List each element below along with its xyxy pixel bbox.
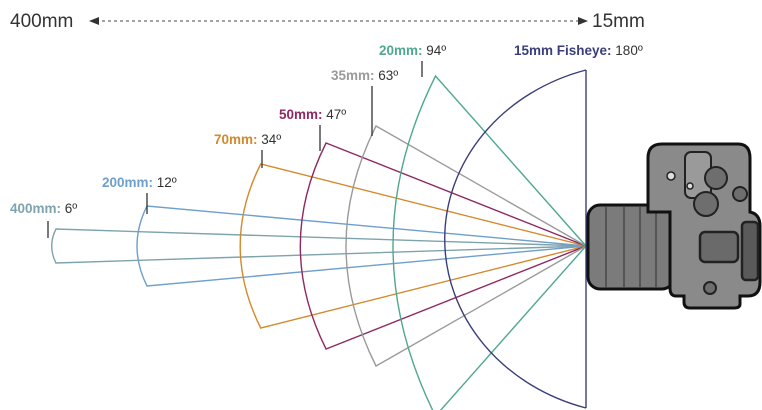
button-dot-2 (686, 182, 694, 190)
control-dial (693, 191, 719, 217)
lens-angle-text: 47º (323, 107, 347, 122)
lens-angle-text: 180º (612, 43, 643, 58)
button-dot-1 (666, 171, 676, 181)
viewfinder-eyecup (698, 230, 740, 264)
lens-label-20mm: 20mm: 94º (379, 43, 446, 58)
view-cones (51, 69, 588, 410)
range-left-label: 400mm (10, 11, 73, 32)
focal-range-arrow: 400mm 15mm (10, 11, 645, 32)
cone-outline (345, 125, 588, 367)
view-cone-400mm (51, 228, 587, 264)
lens-angle-text: 12º (153, 175, 177, 190)
view-cone-50mm (299, 142, 588, 350)
shutter-button (732, 186, 748, 202)
lens-label-35mm: 35mm: 63º (331, 68, 398, 83)
rear-screen (740, 220, 760, 282)
lens-focal-text: 70mm: (214, 132, 258, 147)
view-cone-15mm-fisheye (444, 69, 587, 409)
view-cone-20mm (392, 74, 587, 410)
cone-outline (239, 163, 587, 329)
lens-angle-text: 6º (61, 201, 77, 216)
dial-bottom (703, 281, 717, 295)
lens-label-70mm: 70mm: 34º (214, 132, 281, 147)
mode-dial (704, 166, 728, 190)
camera-lens-barrel (586, 203, 676, 291)
view-cone-70mm (239, 163, 587, 329)
range-right-label: 15mm (592, 11, 645, 32)
lens-focal-text: 20mm: (379, 43, 423, 58)
lens-label-50mm: 50mm: 47º (279, 107, 346, 122)
cone-outline (136, 205, 587, 287)
view-cone-200mm (136, 205, 587, 287)
camera-body (646, 142, 762, 310)
lens-angle-text: 63º (375, 68, 399, 83)
camera-body-top-view-icon (586, 142, 762, 310)
cone-arc (444, 69, 587, 409)
cone-outline (299, 142, 588, 350)
lens-label-15mm-fisheye: 15mm Fisheye: 180º (514, 43, 643, 58)
lens-angle-text: 34º (258, 132, 282, 147)
lens-focal-text: 200mm: (102, 175, 153, 190)
range-arrowhead-left (89, 17, 99, 25)
lens-labels: 400mm: 6º 200mm: 12º 70mm: 34º 50mm: 47º 35m… (10, 43, 643, 238)
lens-focal-text: 35mm: (331, 68, 375, 83)
lens-focal-text: 15mm Fisheye: (514, 43, 612, 58)
lens-label-200mm: 200mm: 12º (102, 175, 177, 190)
view-cone-35mm (345, 125, 588, 367)
lens-angle-text: 94º (423, 43, 447, 58)
lens-label-400mm: 400mm: 6º (10, 201, 77, 216)
cone-outline (392, 74, 587, 410)
cone-outline (51, 228, 587, 264)
lens-focal-text: 50mm: (279, 107, 323, 122)
lens-focal-text: 400mm: (10, 201, 61, 216)
range-arrowhead-right (578, 17, 588, 25)
